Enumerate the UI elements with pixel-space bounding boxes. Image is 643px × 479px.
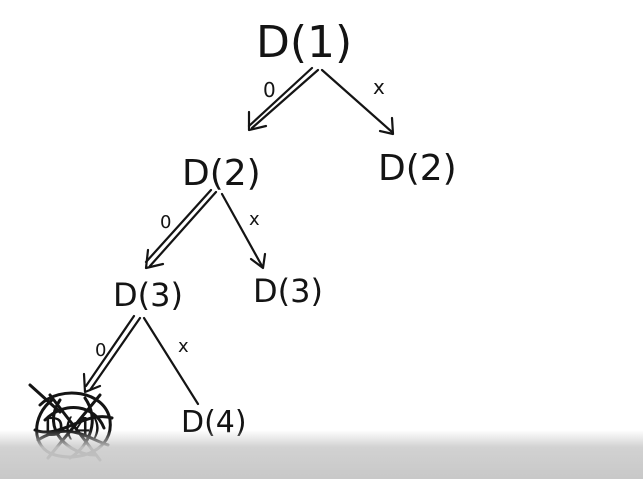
edge-d3-to-d4-left xyxy=(84,314,142,392)
node-d3-x-branch: D(3) xyxy=(253,272,323,310)
edge-labels: 0 x 0 x 0 x xyxy=(95,75,385,361)
edge-d2-to-d3-left xyxy=(144,188,218,268)
edge-label-root-left: 0 xyxy=(263,78,276,102)
node-d1-root: D(1) xyxy=(256,17,352,68)
video-bottom-shade xyxy=(0,430,643,479)
edges xyxy=(82,66,395,406)
edge-root-to-d2-right xyxy=(320,68,394,134)
arrowhead-root-to-d2-left xyxy=(247,110,268,132)
arrowhead-d3-to-d4-left xyxy=(82,372,102,394)
edge-label-d3-right: x xyxy=(178,336,189,357)
arrowhead-d2-to-d3-left xyxy=(144,248,165,270)
arrowhead-d2-to-d3-right xyxy=(249,252,267,270)
edge-label-root-right: x xyxy=(373,75,385,99)
node-d3-zero-branch: D(3) xyxy=(113,276,183,314)
edge-label-d3-left: 0 xyxy=(95,340,106,361)
arrowhead-root-to-d2-right xyxy=(378,116,395,136)
edge-root-to-d2-left xyxy=(247,66,320,130)
edge-label-d2-left: 0 xyxy=(160,212,171,233)
nodes: D(1) D(2) D(2) D(3) D(3) D(4) D(4) xyxy=(28,17,457,462)
node-d2-zero-branch: D(2) xyxy=(182,153,261,194)
edge-d3-to-d4-right xyxy=(142,316,200,406)
node-d2-x-branch: D(2) xyxy=(378,148,457,189)
edge-d2-to-d3-right xyxy=(220,192,264,268)
edge-label-d2-right: x xyxy=(249,209,260,230)
